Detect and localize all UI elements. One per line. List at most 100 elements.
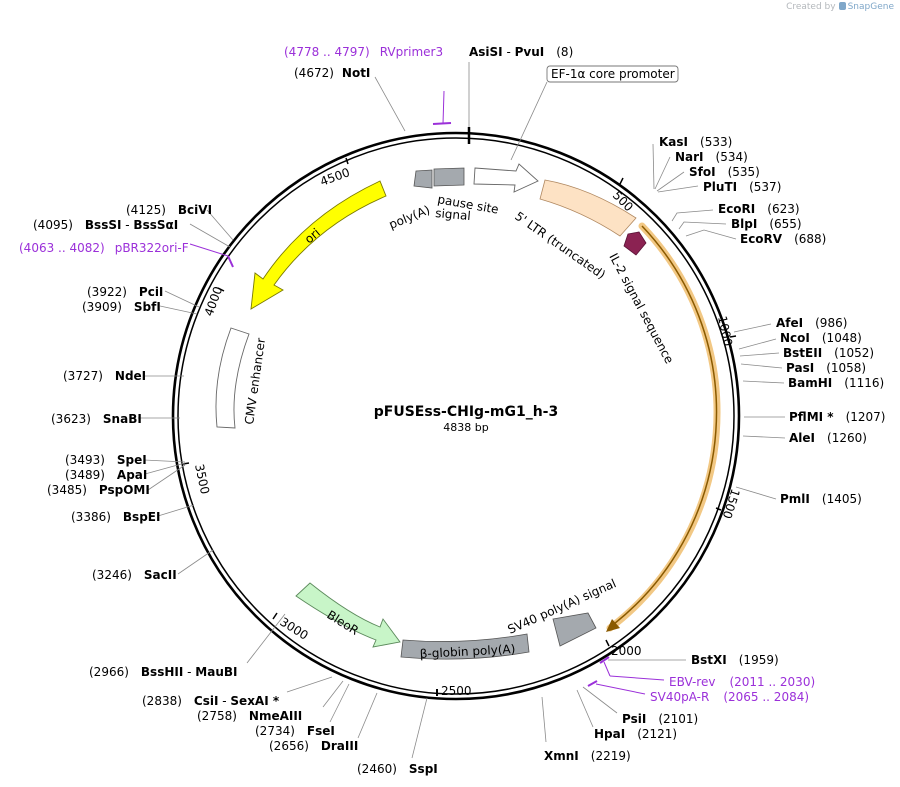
site-pflmi: PflMI *(1207)	[789, 410, 885, 424]
leader-hpai	[576, 689, 594, 728]
leader-ncoi	[738, 338, 777, 350]
leader-sacii	[177, 549, 214, 575]
cmv-enhancer-feature	[215, 327, 250, 429]
site-noti: (4672)NotI	[294, 66, 370, 80]
site-sacii: (3246)SacII	[92, 568, 177, 582]
leader-pspomi	[147, 464, 186, 491]
leader-csii	[286, 676, 333, 693]
tick-label-3500: 3500	[192, 463, 212, 496]
site-sbfi: (3909)SbfI	[82, 300, 161, 314]
site-ncoi: NcoI(1048)	[780, 331, 862, 345]
ltr-feature	[539, 179, 637, 237]
primer-pbr322ori-f: (4063 .. 4082)pBR322ori-F	[19, 241, 189, 255]
polya-feature	[413, 169, 433, 189]
ef1a-label: EF-1α core promoter	[551, 67, 675, 81]
rvprimer3-mark	[432, 122, 452, 125]
site-nmeaiii: (2758)NmeAIII	[197, 709, 302, 723]
site-ndei: (3727)NdeI	[63, 369, 146, 383]
site-asisi-pvui: AsiSI - PvuI(8)	[469, 45, 573, 59]
site-labels: AsiSI - PvuI(8) (4672)NotI KasI(533) Nar…	[33, 45, 885, 776]
leader-psii	[582, 686, 618, 714]
site-pmli: PmlI(1405)	[780, 492, 862, 506]
site-bsteii: BstEII(1052)	[783, 346, 874, 360]
site-psii: PsiI(2101)	[622, 712, 698, 726]
leader-ecori	[671, 209, 714, 222]
leader-spei	[143, 459, 186, 463]
leader-alei	[742, 435, 786, 439]
tick-mark-3500	[182, 462, 190, 465]
ef1a-leader	[510, 81, 548, 161]
primer-ebv-rev: EBV-rev(2011 .. 2030)	[669, 675, 815, 689]
pause-site-label-2: signal	[435, 206, 472, 223]
tick-mark-4500	[345, 157, 349, 165]
site-bsssi: (4095)BssSI - BssSαI	[33, 218, 178, 232]
site-bcivi: (4125)BciVI	[126, 203, 212, 217]
tick-mark-3000	[272, 612, 278, 620]
leader-apai	[144, 462, 186, 475]
site-pspomi: (3485)PspOMI	[47, 483, 150, 497]
polya-label: poly(A)	[387, 203, 432, 232]
site-leaders	[138, 62, 786, 759]
leader-kasi	[652, 143, 655, 190]
plasmid-length: 4838 bp	[443, 421, 488, 434]
site-bstxi: BstXI(1959)	[691, 653, 779, 667]
backbone-inner-ring	[177, 137, 735, 695]
tick-label-2500: 2500	[441, 684, 472, 698]
leader-xmni	[541, 696, 547, 743]
backbone-outer-ring	[171, 131, 741, 701]
bglobin-polya-feature	[400, 633, 530, 660]
leader-pasi	[740, 363, 783, 369]
leader-bsssi	[189, 223, 231, 248]
leader-pcii	[164, 290, 200, 308]
leader-bsteii	[739, 352, 780, 357]
site-pcii: (3922)PciI	[87, 285, 163, 299]
leader-nmeaiii	[322, 680, 344, 708]
credit-prefix: Created by	[786, 2, 836, 12]
cmv-label: CMV enhancer	[242, 337, 268, 425]
leader-sbfi	[159, 305, 198, 315]
leader-afei	[733, 323, 772, 333]
site-kasi: KasI(533)	[659, 135, 732, 149]
site-spei: (3493)SpeI	[65, 453, 147, 467]
site-fsei: (2734)FseI	[255, 724, 335, 738]
site-xmni: XmnI(2219)	[544, 749, 631, 763]
leader-ecorv	[685, 229, 737, 240]
leader-sfoi	[656, 171, 685, 192]
site-snabi: (3623)SnaBI	[51, 412, 142, 426]
leader-bcivi	[206, 209, 234, 241]
site-afei: AfeI(986)	[776, 316, 847, 330]
leader-sspi	[411, 697, 428, 759]
rvprimer3-leader	[442, 90, 445, 125]
site-pluti: PluTI(537)	[703, 180, 781, 194]
site-ecorv: EcoRV(688)	[740, 232, 826, 246]
leader-pmli	[735, 486, 777, 500]
tick-mark-4000	[217, 287, 225, 292]
primer-sv40pa-r: SV40pA-R(2065 .. 2084)	[650, 690, 809, 704]
plasmid-name: pFUSEss-CHIg-mG1_h-3	[374, 404, 558, 420]
tick-label-2000: 2000	[611, 644, 642, 658]
site-hpai: HpaI(2121)	[594, 727, 677, 741]
site-ecori: EcoRI(623)	[718, 202, 800, 216]
site-bamhi: BamHI(1116)	[788, 376, 884, 390]
ef1a-label-box	[546, 65, 679, 83]
site-pasi: PasI(1058)	[786, 361, 866, 375]
leader-bspei	[157, 504, 195, 517]
site-draiii: (2656)DraIII	[269, 739, 358, 753]
leader-nari	[654, 156, 671, 190]
tick-mark-2000	[605, 639, 610, 647]
leader-draiii	[357, 692, 378, 739]
tick-mark-1000	[729, 335, 737, 338]
cds-arrowhead	[606, 619, 620, 632]
sv40pa-r-leader	[595, 683, 646, 695]
leader-fsei	[329, 683, 350, 723]
leader-pluti	[657, 185, 699, 193]
site-blpi: BlpI(655)	[731, 217, 802, 231]
ef1a-promoter-feature	[473, 163, 539, 193]
bleor-feature	[295, 582, 401, 648]
pbr322ori-f-leader	[189, 243, 229, 257]
tick-label-4500: 4500	[318, 165, 351, 189]
site-sspi: (2460)SspI	[357, 762, 438, 776]
tick-mark-1500	[715, 507, 722, 511]
